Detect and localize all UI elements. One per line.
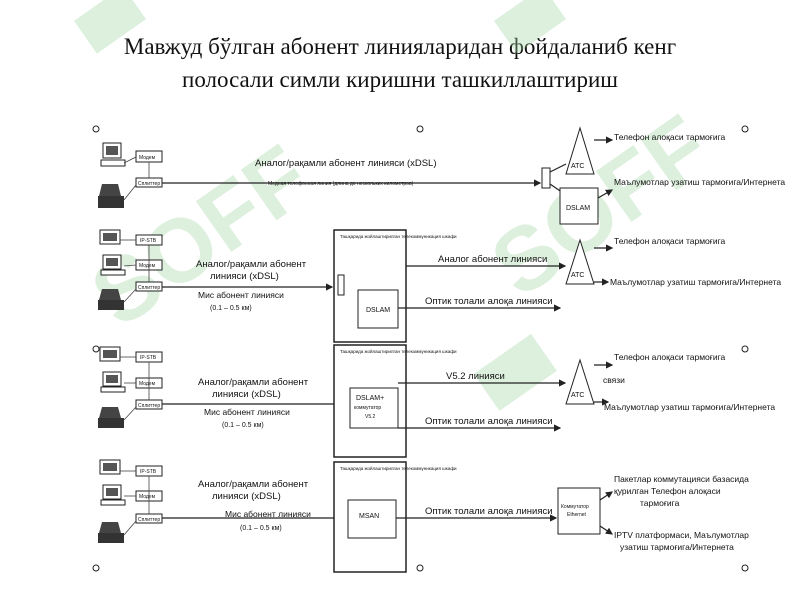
svyazi-label: связи — [603, 375, 625, 385]
line-sublabel: Медная телефонная линия (длина до нескол… — [268, 181, 414, 187]
splitter-label: Сплиттер — [138, 285, 160, 291]
optic-line-label: Оптик толали алоқа линияси — [425, 506, 553, 517]
watermark-block — [73, 0, 147, 54]
tv-icon — [99, 229, 121, 245]
tv-icon — [99, 459, 121, 475]
atc-triangle — [565, 238, 595, 285]
optic-line-label: Оптик толали алоқа линияси — [425, 416, 553, 427]
optic-line-label: Оптик толали алоқа линияси — [425, 296, 553, 307]
title-line-2: полосали симли киришни ташкиллаштириш — [182, 67, 618, 92]
line-label-1: Аналог/рақамли абонент — [198, 377, 309, 388]
marker — [92, 125, 100, 133]
dslam-label-3: V5.2 — [365, 414, 376, 420]
net-phone-3: тармоғига — [640, 498, 680, 508]
iptv-label: IP-STB — [140, 238, 157, 244]
copper-line-2: (0.1 – 0.5 км) — [222, 422, 264, 429]
splitter-label: Сплиттер — [138, 517, 160, 523]
copper-line-1: Мис абонент линияси — [204, 407, 290, 417]
marker — [92, 345, 100, 353]
ethernet-switch-box — [557, 487, 601, 535]
frame-markers — [92, 125, 749, 572]
splitter-label: Сплиттер — [138, 181, 160, 187]
msan-label: MSAN — [359, 513, 379, 520]
atc-triangle — [565, 358, 595, 405]
iptv-label: IP-STB — [140, 469, 157, 475]
marker — [416, 564, 424, 572]
copper-line-1: Мис абонент линияси — [225, 509, 311, 519]
v52-line-label: V5.2 линияси — [446, 371, 505, 382]
line-label: Аналог/рақамли абонент линияси (xDSL) — [255, 158, 437, 169]
dslam-label-1: DSLAM+ — [356, 395, 384, 402]
iptv-label: IP-STB — [140, 355, 157, 361]
computer-icon — [100, 371, 126, 393]
line-label-1: Аналог/рақамли абонент — [196, 259, 307, 270]
line-label-1: Аналог/рақамли абонент — [198, 479, 309, 490]
net-phone-2: қурилган Телефон алоқаси — [614, 486, 721, 496]
modem-label: Модем — [139, 263, 156, 269]
marker — [741, 564, 749, 572]
computer-icon — [100, 142, 126, 167]
watermark-block — [493, 0, 567, 54]
splitter-node — [337, 274, 345, 296]
cabinet-label: Ташқарида жойлаштирилган телекоммуникаци… — [340, 348, 457, 354]
cabinet-label: Ташқарида жойлаштирилган телекоммуникаци… — [340, 233, 457, 239]
tv-icon — [99, 346, 121, 362]
net-data-1: IPTV платформаси, Маълумотлар — [614, 530, 749, 540]
marker — [741, 345, 749, 353]
net-phone: Телефон алоқаси тармоғига — [614, 236, 726, 246]
net-data: Маълумотлар узатиш тармоғига/Интернета — [604, 402, 775, 412]
computer-icon — [100, 254, 126, 276]
analog-line-label: Аналог абонент линияси — [438, 254, 547, 265]
phone-icon — [98, 522, 124, 543]
slide-title: Мавжуд бўлган абонент линияларидан фойда… — [20, 30, 780, 96]
dslam-box — [349, 387, 399, 429]
dslam-label-2: коммутатор — [354, 405, 381, 411]
phone-icon — [98, 407, 124, 428]
atc-triangle — [565, 126, 595, 175]
copper-line-2: (0.1 – 0.5 км) — [240, 525, 282, 532]
marker — [741, 125, 749, 133]
net-phone: Телефон алоқаси тармоғига — [614, 352, 726, 362]
msan-box — [347, 499, 397, 539]
modem-label: Модем — [139, 155, 156, 161]
splitter-label: Сплиттер — [138, 403, 160, 409]
net-phone: Телефон алоқаси тармоғига — [614, 132, 726, 142]
computer-icon — [100, 484, 126, 506]
copper-line-1: Мис абонент линияси — [198, 290, 284, 300]
atc-label: АТС — [571, 272, 584, 279]
scheme-row-4: IP-STB Модем Сплиттер Аналог/рақамли або… — [98, 459, 749, 573]
scheme-row-1: Модем Сплиттер Аналог/рақамли абонент ли… — [98, 126, 785, 225]
splitter-node — [541, 167, 551, 189]
copper-line-2: (0.1 – 0.5 км) — [210, 305, 252, 312]
line-label-2: линияси (xDSL) — [212, 491, 281, 502]
scheme-row-2: IP-STB Модем Сплиттер Аналог/рақамли або… — [98, 229, 781, 343]
line-label-2: линияси (xDSL) — [210, 271, 279, 282]
modem-label: Модем — [139, 494, 156, 500]
atc-label: АТС — [571, 392, 584, 399]
modem-label: Модем — [139, 381, 156, 387]
marker — [416, 125, 424, 133]
marker — [92, 564, 100, 572]
atc-label: АТС — [571, 163, 584, 170]
scheme-row-3: IP-STB Модем Сплиттер Аналог/рақамли або… — [98, 344, 775, 458]
dslam-box — [357, 289, 399, 329]
net-data: Маълумотлар узатиш тармоғига/Интернета — [610, 277, 781, 287]
switch-label-2: Ethernet — [567, 512, 587, 518]
phone-icon — [98, 289, 124, 310]
net-data: Маълумотлар узатиш тармоғига/Интернета — [614, 177, 785, 187]
watermark-block — [473, 333, 557, 411]
title-line-1: Мавжуд бўлган абонент линияларидан фойда… — [123, 34, 677, 59]
line-label-2: линияси (xDSL) — [212, 389, 281, 400]
net-phone-1: Пакетлар коммутацияси базасида — [614, 474, 749, 484]
dslam-box — [559, 187, 599, 225]
switch-label-1: Коммутатор — [561, 504, 589, 510]
dslam-label: DSLAM — [566, 205, 590, 212]
cabinet-label: Ташқарида жойлаштирилган телекоммуникаци… — [340, 465, 457, 471]
phone-icon — [98, 184, 124, 208]
net-data-2: узатиш тармоғига/Интернета — [620, 542, 734, 552]
dslam-label: DSLAM — [366, 307, 390, 314]
